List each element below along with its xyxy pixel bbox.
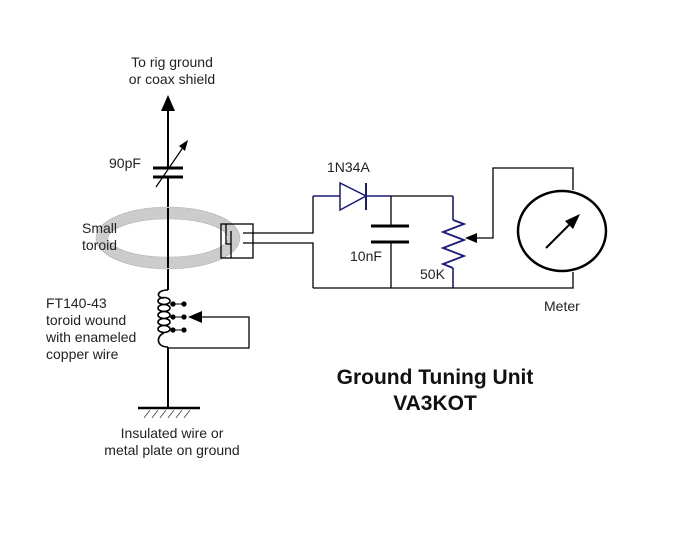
potentiometer-label: 50K — [420, 266, 445, 282]
potentiometer-symbol — [440, 219, 467, 269]
variable-capacitor-label: 90pF — [109, 155, 141, 171]
meter-needle-icon — [565, 214, 580, 229]
meter-symbol — [516, 189, 608, 273]
tapped-inductor-symbol — [157, 289, 171, 348]
inductor-label-line4: copper wire — [46, 346, 119, 362]
diode-symbol — [339, 181, 368, 212]
arrow-up-icon — [161, 95, 175, 111]
tap-selector-wire — [168, 316, 250, 349]
rig-ground-label-line2: or coax shield — [128, 71, 216, 87]
rig-ground-label: To rig ground or coax shield — [112, 54, 232, 88]
variable-capacitor-symbol — [153, 140, 188, 188]
tap-selector-arrow-icon — [188, 311, 202, 323]
small-toroid-label-line2: toroid — [82, 237, 118, 253]
meter-label: Meter — [544, 298, 580, 314]
inductor-label-line1: FT140-43 — [46, 295, 107, 311]
title-line2: VA3KOT — [393, 392, 477, 415]
ground-symbol — [138, 406, 200, 419]
diode-label: 1N34A — [327, 159, 370, 175]
rig-ground-label-line1: To rig ground — [131, 54, 213, 70]
fixed-capacitor-label: 10nF — [350, 248, 382, 264]
inductor-label: FT140-43 toroid wound with enameled copp… — [46, 295, 136, 363]
wiper-arrow-icon — [465, 233, 477, 243]
detector-circuit — [313, 167, 574, 289]
inductor-label-line3: with enameled — [46, 329, 137, 345]
pickup-loop — [220, 196, 314, 288]
small-toroid-symbol — [95, 206, 241, 270]
small-toroid-label-line1: Small — [82, 220, 118, 236]
inductor-label-line2: toroid wound — [46, 312, 127, 328]
ground-label: Insulated wire or metal plate on ground — [82, 425, 262, 459]
ground-label-line2: metal plate on ground — [104, 442, 240, 458]
diagram-title: Ground Tuning Unit VA3KOT — [300, 365, 570, 417]
title-line1: Ground Tuning Unit — [336, 366, 534, 389]
small-toroid-label: Small toroid — [82, 220, 117, 254]
inductor-taps — [170, 301, 187, 333]
ground-label-line1: Insulated wire or — [120, 425, 224, 441]
